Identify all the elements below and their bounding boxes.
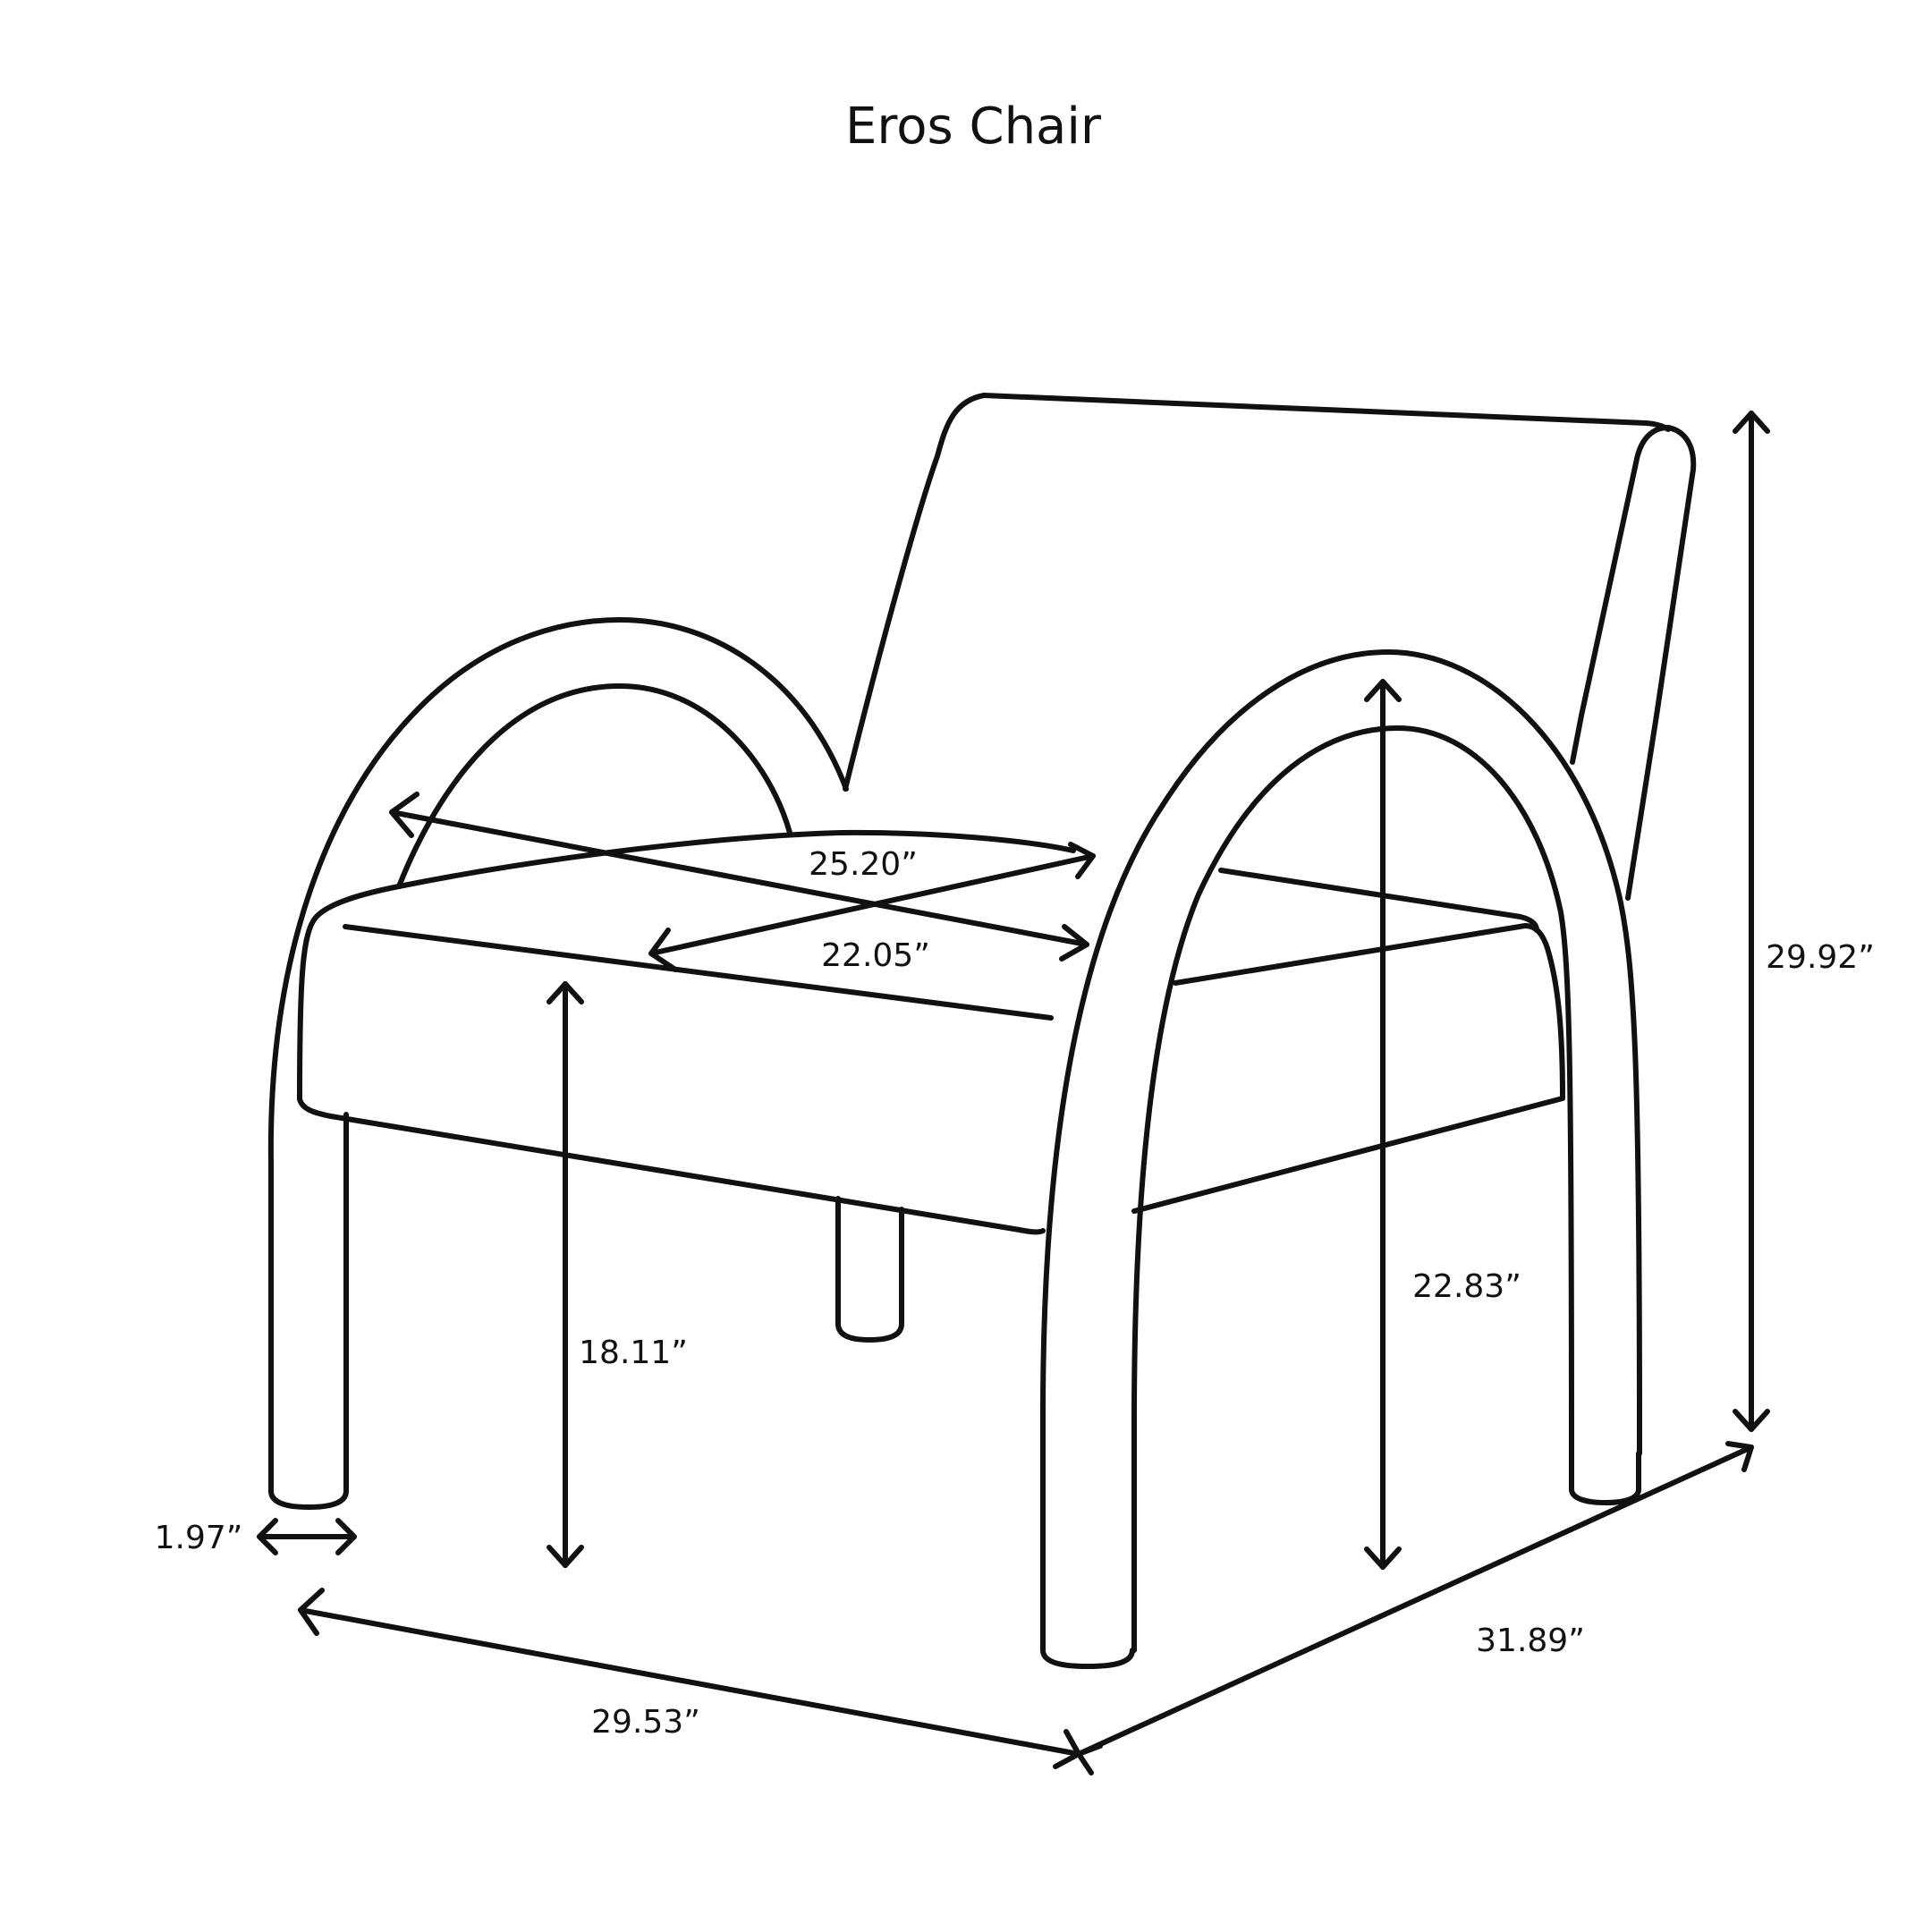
label-overall-depth: 31.89”	[1476, 1623, 1585, 1659]
dim-seat-depth: 22.05”	[648, 842, 1096, 974]
dim-seat-height: 18.11”	[547, 981, 688, 1568]
label-seat-height: 18.11”	[579, 1335, 688, 1371]
dim-overall-width: 29.53”	[298, 1588, 1081, 1769]
dimension-annotations: 25.20” 22.05” 18.11” 22.83”	[155, 411, 1875, 1775]
seat-cushion	[297, 829, 1565, 1235]
dim-arm-height: 22.83”	[1364, 679, 1521, 1570]
backrest	[843, 393, 1697, 901]
dim-overall-height: 29.92”	[1733, 411, 1875, 1432]
label-arm-height: 22.83”	[1412, 1268, 1521, 1305]
dim-overall-depth: 31.89”	[1076, 1441, 1754, 1775]
label-seat-width: 25.20”	[809, 846, 918, 883]
chair-drawing	[267, 393, 1697, 1669]
left-arm	[267, 617, 849, 1510]
right-arm	[1040, 649, 1642, 1669]
dim-seat-width: 25.20”	[389, 792, 1089, 962]
label-seat-depth: 22.05”	[821, 937, 930, 974]
dim-leg-width: 1.97”	[155, 1518, 357, 1556]
back-left-leg	[835, 1196, 904, 1343]
label-overall-height: 29.92”	[1766, 939, 1875, 976]
label-overall-width: 29.53”	[591, 1704, 700, 1741]
label-leg-width: 1.97”	[155, 1520, 243, 1556]
diagram-title: Eros Chair	[845, 97, 1102, 156]
